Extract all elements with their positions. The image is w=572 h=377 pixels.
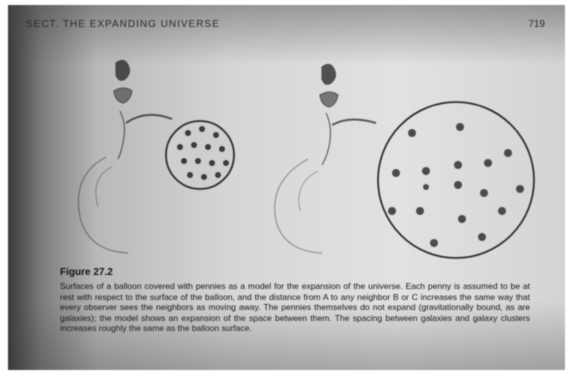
right-figure-face [320, 92, 338, 107]
left-figure-body-inner [96, 167, 112, 207]
small-balloon [166, 121, 234, 189]
right-figure-hand [332, 119, 376, 125]
right-figure-body-inner [299, 171, 318, 211]
figure-label: Figure 27.2 [60, 267, 113, 278]
right-figure-arm [322, 113, 331, 165]
balloon-figure [8, 5, 565, 265]
large-balloon-pennies [388, 123, 524, 247]
large-balloon [378, 102, 534, 258]
left-figure-body [78, 157, 128, 253]
large-balloon-illustration [275, 64, 376, 253]
left-figure-hand [126, 115, 172, 123]
right-figure-head [322, 64, 335, 84]
small-balloon-illustration [78, 60, 172, 253]
left-figure-face [114, 88, 132, 103]
bottom-shadow [8, 300, 565, 370]
page-photo: SECT. THE EXPANDING UNIVERSE 719 [8, 5, 565, 370]
left-figure-head [116, 60, 129, 80]
left-figure-arm [118, 111, 125, 159]
large-balloon-outline [378, 102, 534, 258]
